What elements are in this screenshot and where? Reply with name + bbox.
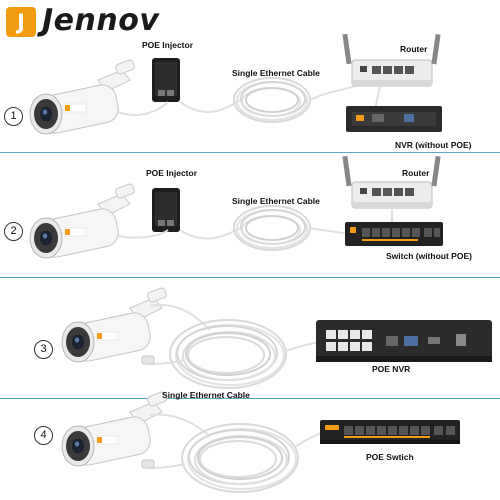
section-divider <box>0 277 500 278</box>
poe-injector-label: POE Injector <box>142 40 194 50</box>
brand-name: Jennov <box>42 3 160 38</box>
device-label: NVR (without POE) <box>395 140 472 150</box>
poe-injector-label: POE Injector <box>146 168 198 178</box>
cable-label: Single Ethernet Cable <box>162 390 250 400</box>
cable-label: Single Ethernet Cable <box>232 196 320 206</box>
section-divider <box>0 152 500 153</box>
device-label: POE Swtich <box>366 452 414 462</box>
scenario-1-drawing <box>29 33 442 137</box>
brand-logo-icon: J <box>6 7 36 37</box>
cable-label: Single Ethernet Cable <box>232 68 320 78</box>
router-label: Router <box>400 44 428 54</box>
scenario-number-badge: 3 <box>34 340 53 359</box>
device-label: POE NVR <box>372 364 411 374</box>
scenario-number-badge: 1 <box>4 107 23 126</box>
section-divider <box>0 398 500 399</box>
scenario-number-badge: 4 <box>34 426 53 445</box>
scenario-number-badge: 2 <box>4 222 23 241</box>
scenario-3-drawing <box>61 286 492 389</box>
scenario-2-drawing <box>29 155 443 261</box>
device-label: Switch (without POE) <box>386 251 472 261</box>
router-label: Router <box>402 168 430 178</box>
scenario-4-drawing <box>61 390 460 493</box>
